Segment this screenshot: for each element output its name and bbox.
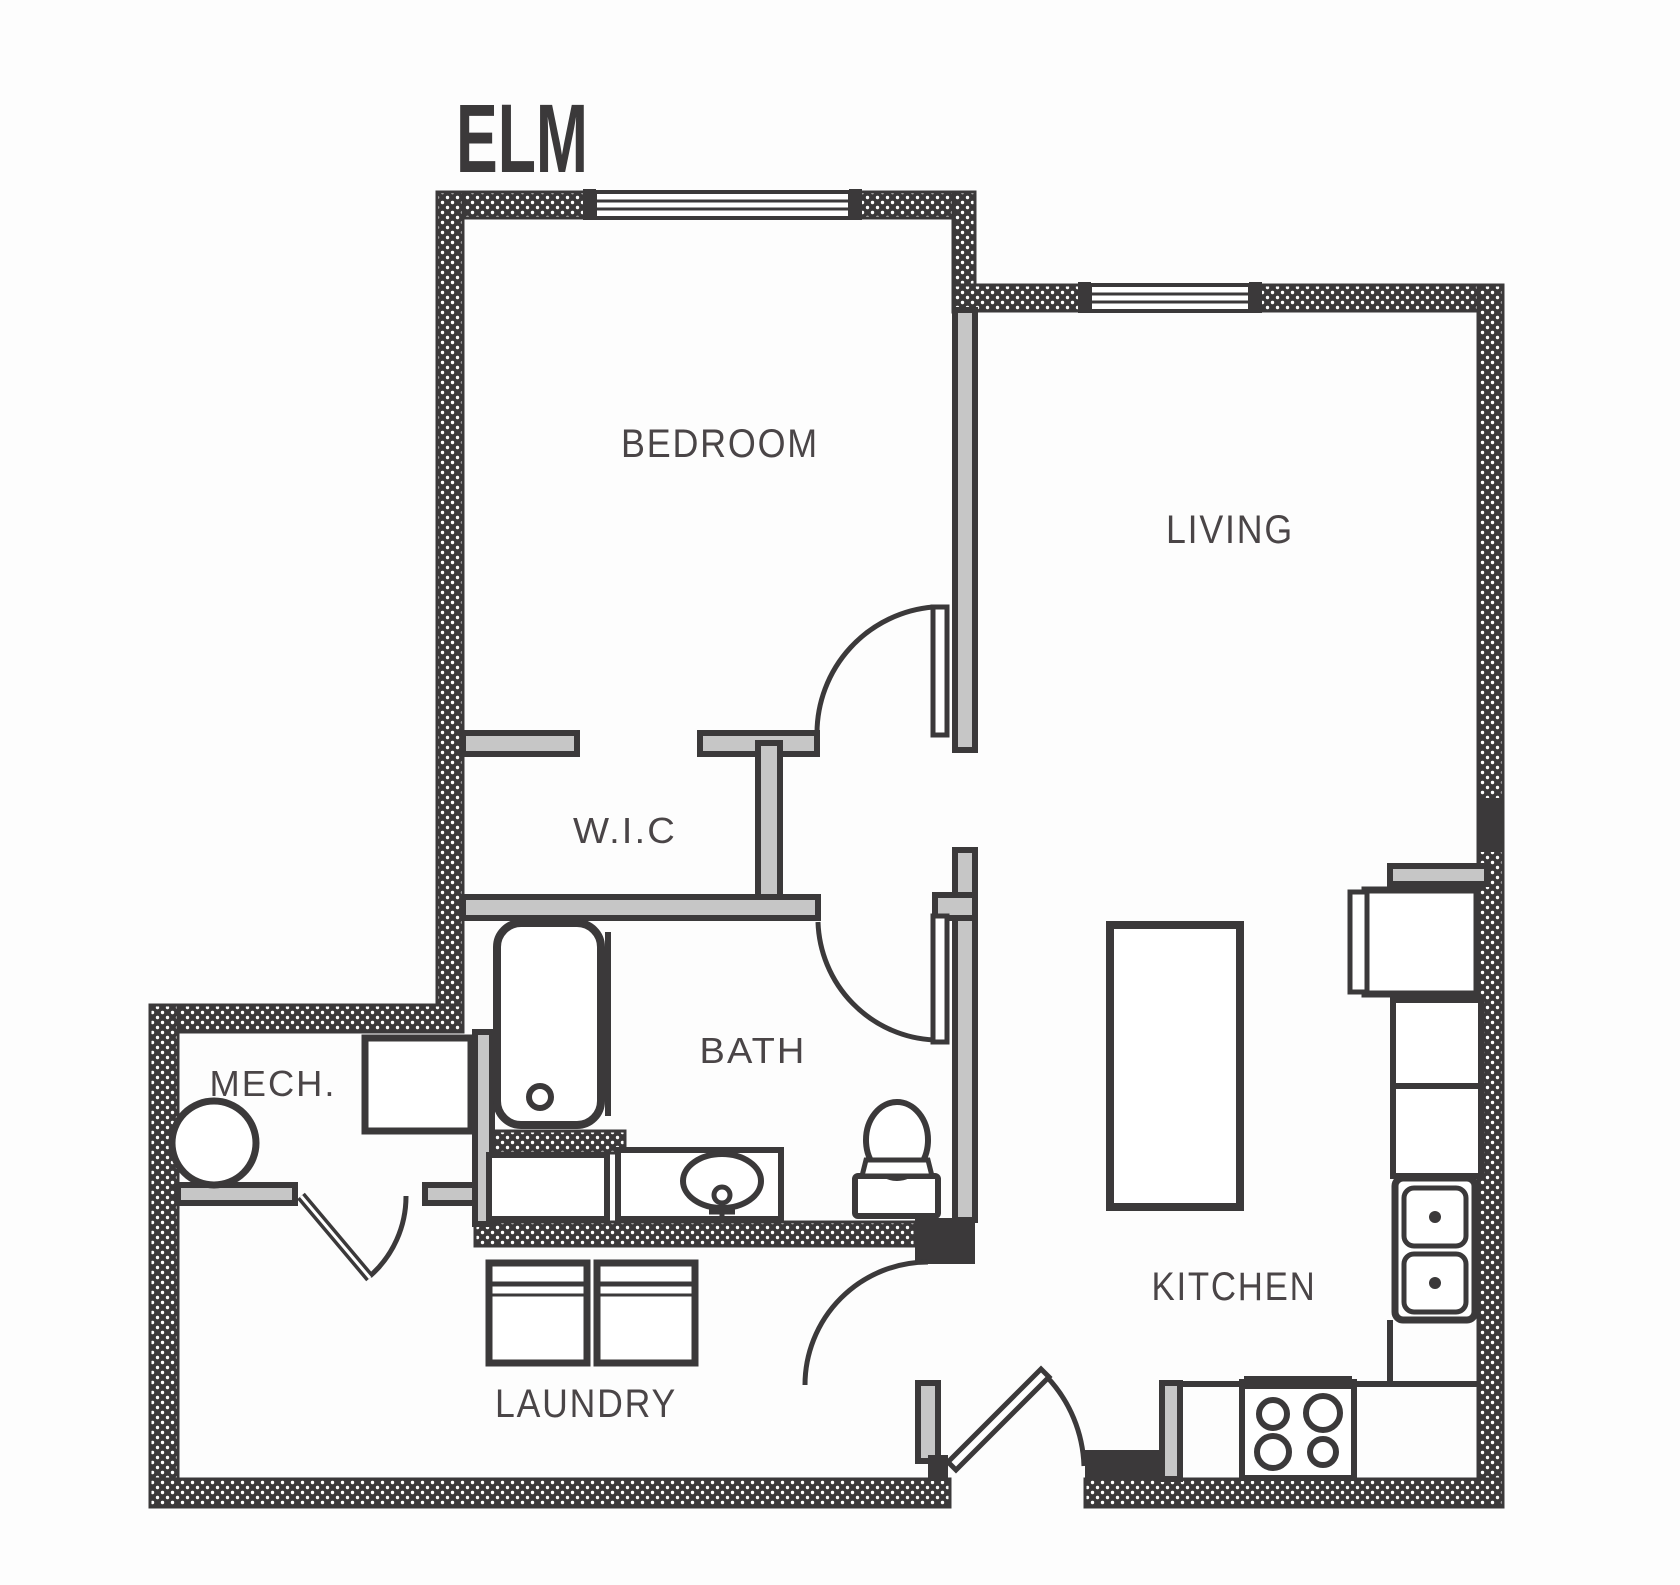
wall-bath-door-jamb bbox=[932, 892, 978, 921]
label-wic: W.I.C bbox=[573, 810, 677, 851]
wall-hall-upper bbox=[952, 307, 978, 753]
bath-fixtures bbox=[486, 919, 941, 1222]
wall-under-tub bbox=[491, 1129, 627, 1155]
wall-kitchen-stub bbox=[1387, 863, 1490, 887]
linen-cabinet-icon bbox=[486, 1152, 610, 1222]
double-basin-sink-icon bbox=[1391, 1174, 1479, 1324]
wall-right bbox=[1476, 283, 1505, 1509]
laundry-fixtures bbox=[485, 1259, 699, 1367]
wall-left-lower bbox=[148, 1003, 180, 1509]
base-cabinet-icon bbox=[1390, 1083, 1484, 1179]
washer-icon bbox=[485, 1259, 591, 1367]
laundry-door-icon bbox=[802, 1259, 929, 1386]
window-bedroom-icon bbox=[583, 189, 862, 220]
windows bbox=[583, 189, 1503, 852]
wall-bath-bottom bbox=[473, 1220, 917, 1248]
window-right-wall-icon bbox=[1478, 798, 1503, 852]
kitchen-island-icon bbox=[1106, 921, 1244, 1211]
wall-living-top-right bbox=[1248, 283, 1505, 313]
base-cabinet-icon bbox=[1390, 997, 1484, 1089]
mech-equipment-icon bbox=[361, 1034, 475, 1135]
wall-entry-left-step bbox=[928, 1455, 948, 1481]
dryer-icon bbox=[593, 1259, 699, 1367]
vanity-sink-icon bbox=[615, 1147, 784, 1222]
wall-bedroom-bottom-left bbox=[460, 730, 580, 757]
refrigerator-icon bbox=[1347, 886, 1481, 998]
wall-living-top-left bbox=[951, 283, 1092, 313]
range-stove-icon bbox=[1239, 1376, 1357, 1481]
doors bbox=[297, 604, 1087, 1474]
toilet-icon bbox=[852, 1099, 941, 1219]
label-bedroom: BEDROOM bbox=[621, 422, 819, 466]
wall-wic-right bbox=[755, 740, 783, 918]
label-living: LIVING bbox=[1166, 508, 1294, 552]
entry-door-icon bbox=[944, 1365, 1087, 1474]
label-laundry: LAUNDRY bbox=[495, 1382, 677, 1426]
interior-walls bbox=[175, 307, 1490, 1482]
kitchen-fixtures bbox=[1106, 886, 1484, 1481]
mech-door-icon bbox=[297, 1192, 409, 1282]
wall-laundry-jamb-block bbox=[915, 1218, 975, 1264]
label-kitchen: KITCHEN bbox=[1152, 1265, 1317, 1309]
wall-bottom-left bbox=[148, 1477, 952, 1509]
bathtub-icon bbox=[493, 919, 611, 1129]
wall-bath-top bbox=[460, 894, 821, 921]
bath-door-icon bbox=[815, 913, 950, 1045]
wall-bottom-right bbox=[1083, 1477, 1505, 1509]
wall-laundry-entry-stub bbox=[915, 1380, 941, 1464]
room-labels: BEDROOM LIVING W.I.C BATH MECH. LAUNDRY … bbox=[210, 422, 1317, 1426]
wall-bedroom-left bbox=[435, 190, 465, 1034]
wall-mech-bottom-left bbox=[175, 1182, 298, 1206]
bedroom-door-icon bbox=[814, 604, 950, 738]
wall-mech-bottom-right bbox=[422, 1182, 481, 1206]
label-mech: MECH. bbox=[210, 1063, 337, 1104]
plan-title: ELM bbox=[456, 84, 588, 193]
window-living-icon bbox=[1078, 282, 1262, 313]
mech-fixtures bbox=[168, 1034, 475, 1189]
label-bath: BATH bbox=[700, 1030, 807, 1071]
wall-entry-right-jamb bbox=[1085, 1450, 1165, 1480]
water-heater-icon bbox=[168, 1097, 260, 1189]
wall-mech-top bbox=[148, 1003, 465, 1034]
wall-stove-left-stub bbox=[1159, 1380, 1183, 1482]
exterior-walls bbox=[148, 190, 1505, 1509]
